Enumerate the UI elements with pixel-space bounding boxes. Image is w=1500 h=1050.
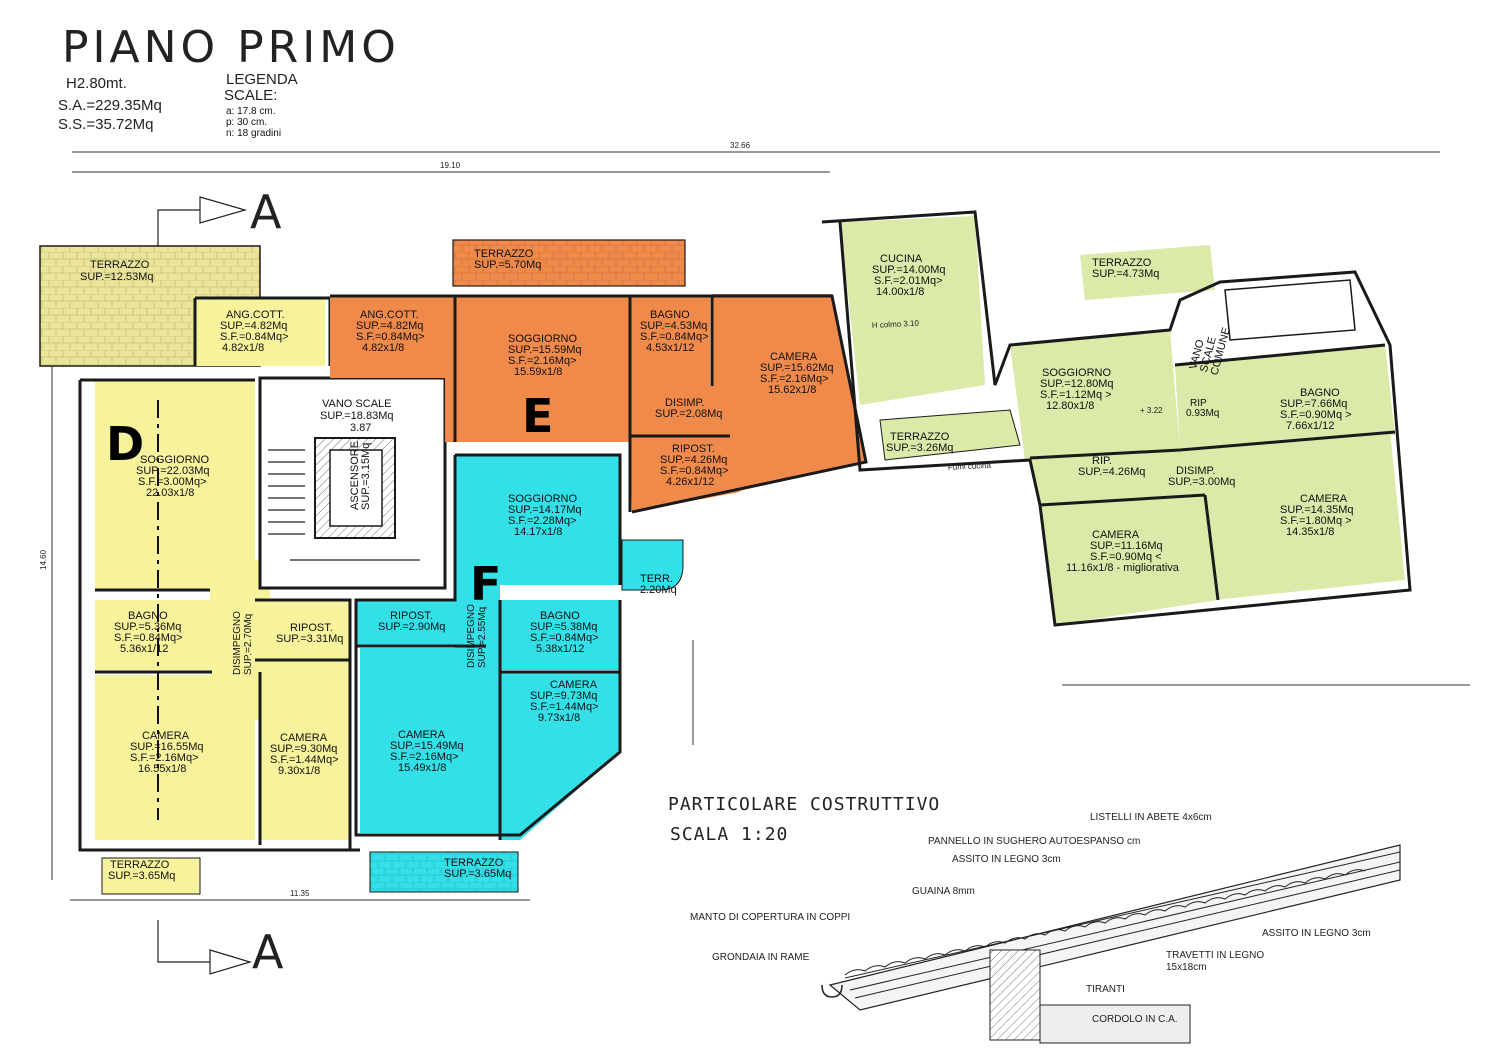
d-terrazzo-bottom bbox=[101, 857, 201, 895]
room-e-disimp: DISIMP.SUP.=2.08Mq bbox=[655, 397, 722, 420]
dim-left-height: 14.60 bbox=[39, 549, 48, 570]
e-terrazzo bbox=[452, 239, 686, 287]
legend-p: p: 30 cm. bbox=[226, 117, 267, 128]
section-label-bottom: A bbox=[252, 925, 284, 979]
unit-e: E bbox=[330, 239, 868, 514]
unit-d: D bbox=[39, 245, 360, 895]
room-d-disimpegno: DISIMPEGNOSUP.=2.70Mq bbox=[232, 611, 254, 675]
unit-f: F bbox=[354, 453, 684, 893]
detail-scale: SCALA 1:20 bbox=[670, 824, 788, 845]
detail-assito2: ASSITO IN LEGNO 3cm bbox=[1262, 928, 1371, 939]
construction-detail: PARTICOLARE COSTRUTTIVO SCALA 1:20 LISTE… bbox=[668, 794, 1401, 1044]
unit-e-letter: E bbox=[522, 389, 553, 443]
header: PIANO PRIMO H2.80mt. S.A.=229.35Mq S.S.=… bbox=[58, 22, 400, 139]
detail-listelli: LISTELLI IN ABETE 4x6cm bbox=[1090, 812, 1212, 823]
plan-title: PIANO PRIMO bbox=[62, 22, 400, 73]
section-marker-bottom: A bbox=[157, 920, 284, 979]
stair-core bbox=[258, 376, 447, 590]
room-g-hcolmo: H colmo 3.10 bbox=[872, 319, 920, 330]
room-g-disimp: DISIMP.SUP.=3.00Mq bbox=[1168, 465, 1235, 488]
dim-total: 32.66 bbox=[730, 141, 751, 150]
unit-d-letter: D bbox=[106, 417, 144, 471]
unit-g bbox=[821, 210, 1412, 627]
room-ascensore: ASCENSORESUP.=3.15Mq bbox=[349, 441, 372, 510]
f-terrazzo bbox=[369, 851, 519, 893]
detail-tiranti: TIRANTI bbox=[1086, 984, 1125, 995]
roof-section-drawing bbox=[821, 844, 1401, 1044]
detail-title: PARTICOLARE COSTRUTTIVO bbox=[668, 794, 940, 815]
detail-assito1: ASSITO IN LEGNO 3cm bbox=[952, 854, 1061, 865]
ss-value: S.S.=35.72Mq bbox=[58, 116, 153, 133]
sa-value: S.A.=229.35Mq bbox=[58, 97, 162, 114]
legend-a: a: 17.8 cm. bbox=[226, 106, 275, 117]
detail-guaina: GUAINA 8mm bbox=[912, 886, 975, 897]
room-g-rip: RIP.SUP.=4.26Mq bbox=[1078, 455, 1145, 478]
dim-left-top: 19.10 bbox=[440, 161, 461, 170]
floor-height: H2.80mt. bbox=[66, 75, 127, 92]
detail-pannello: PANNELLO IN SUGHERO AUTOESPANSO cm bbox=[928, 836, 1140, 847]
section-label-top: A bbox=[250, 185, 282, 239]
legend-title: LEGENDA bbox=[226, 71, 298, 88]
legend-subtitle: SCALE: bbox=[224, 87, 277, 104]
section-marker-top: A bbox=[157, 185, 282, 260]
dim-left-bottom: 11.35 bbox=[290, 889, 310, 898]
unit-f-letter: F bbox=[470, 557, 501, 611]
room-f-disimpegno: DISIMPEGNOSUP.=2.55Mq bbox=[466, 604, 488, 668]
room-f-ripost: RIPOST.SUP.=2.90Mq bbox=[378, 610, 445, 633]
detail-manto: MANTO DI COPERTURA IN COPPI bbox=[690, 912, 850, 923]
room-g-level: + 3.22 bbox=[1140, 406, 1163, 415]
room-d-ripost: RIPOST.SUP.=3.31Mq bbox=[276, 622, 343, 645]
detail-cordolo: CORDOLO IN C.A. bbox=[1092, 1014, 1178, 1025]
detail-grondaia: GRONDAIA IN RAME bbox=[712, 952, 810, 963]
legend-n: n: 18 gradini bbox=[226, 128, 281, 139]
room-g-fumi: Fumi cucina bbox=[948, 461, 992, 472]
f-terr-shape bbox=[621, 539, 684, 591]
room-f-terr: TERR.2.20Mq bbox=[640, 573, 677, 596]
